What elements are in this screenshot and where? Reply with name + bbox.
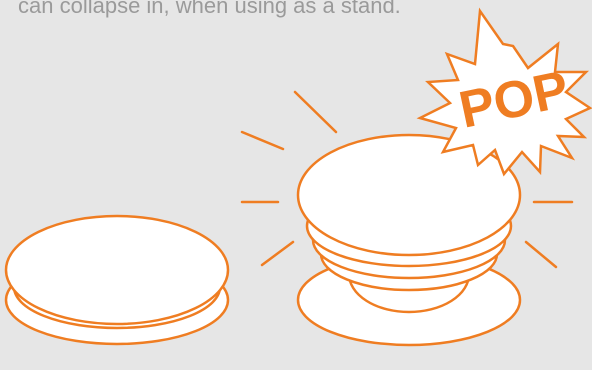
- pop-burst: POP: [420, 11, 590, 174]
- collapsed-grip: [6, 216, 228, 344]
- expanded-grip: [298, 135, 520, 345]
- motion-line: [526, 242, 556, 267]
- motion-line: [242, 132, 283, 149]
- motion-line: [295, 92, 336, 132]
- collapsed-top-disc: [6, 216, 228, 324]
- motion-line: [262, 242, 293, 265]
